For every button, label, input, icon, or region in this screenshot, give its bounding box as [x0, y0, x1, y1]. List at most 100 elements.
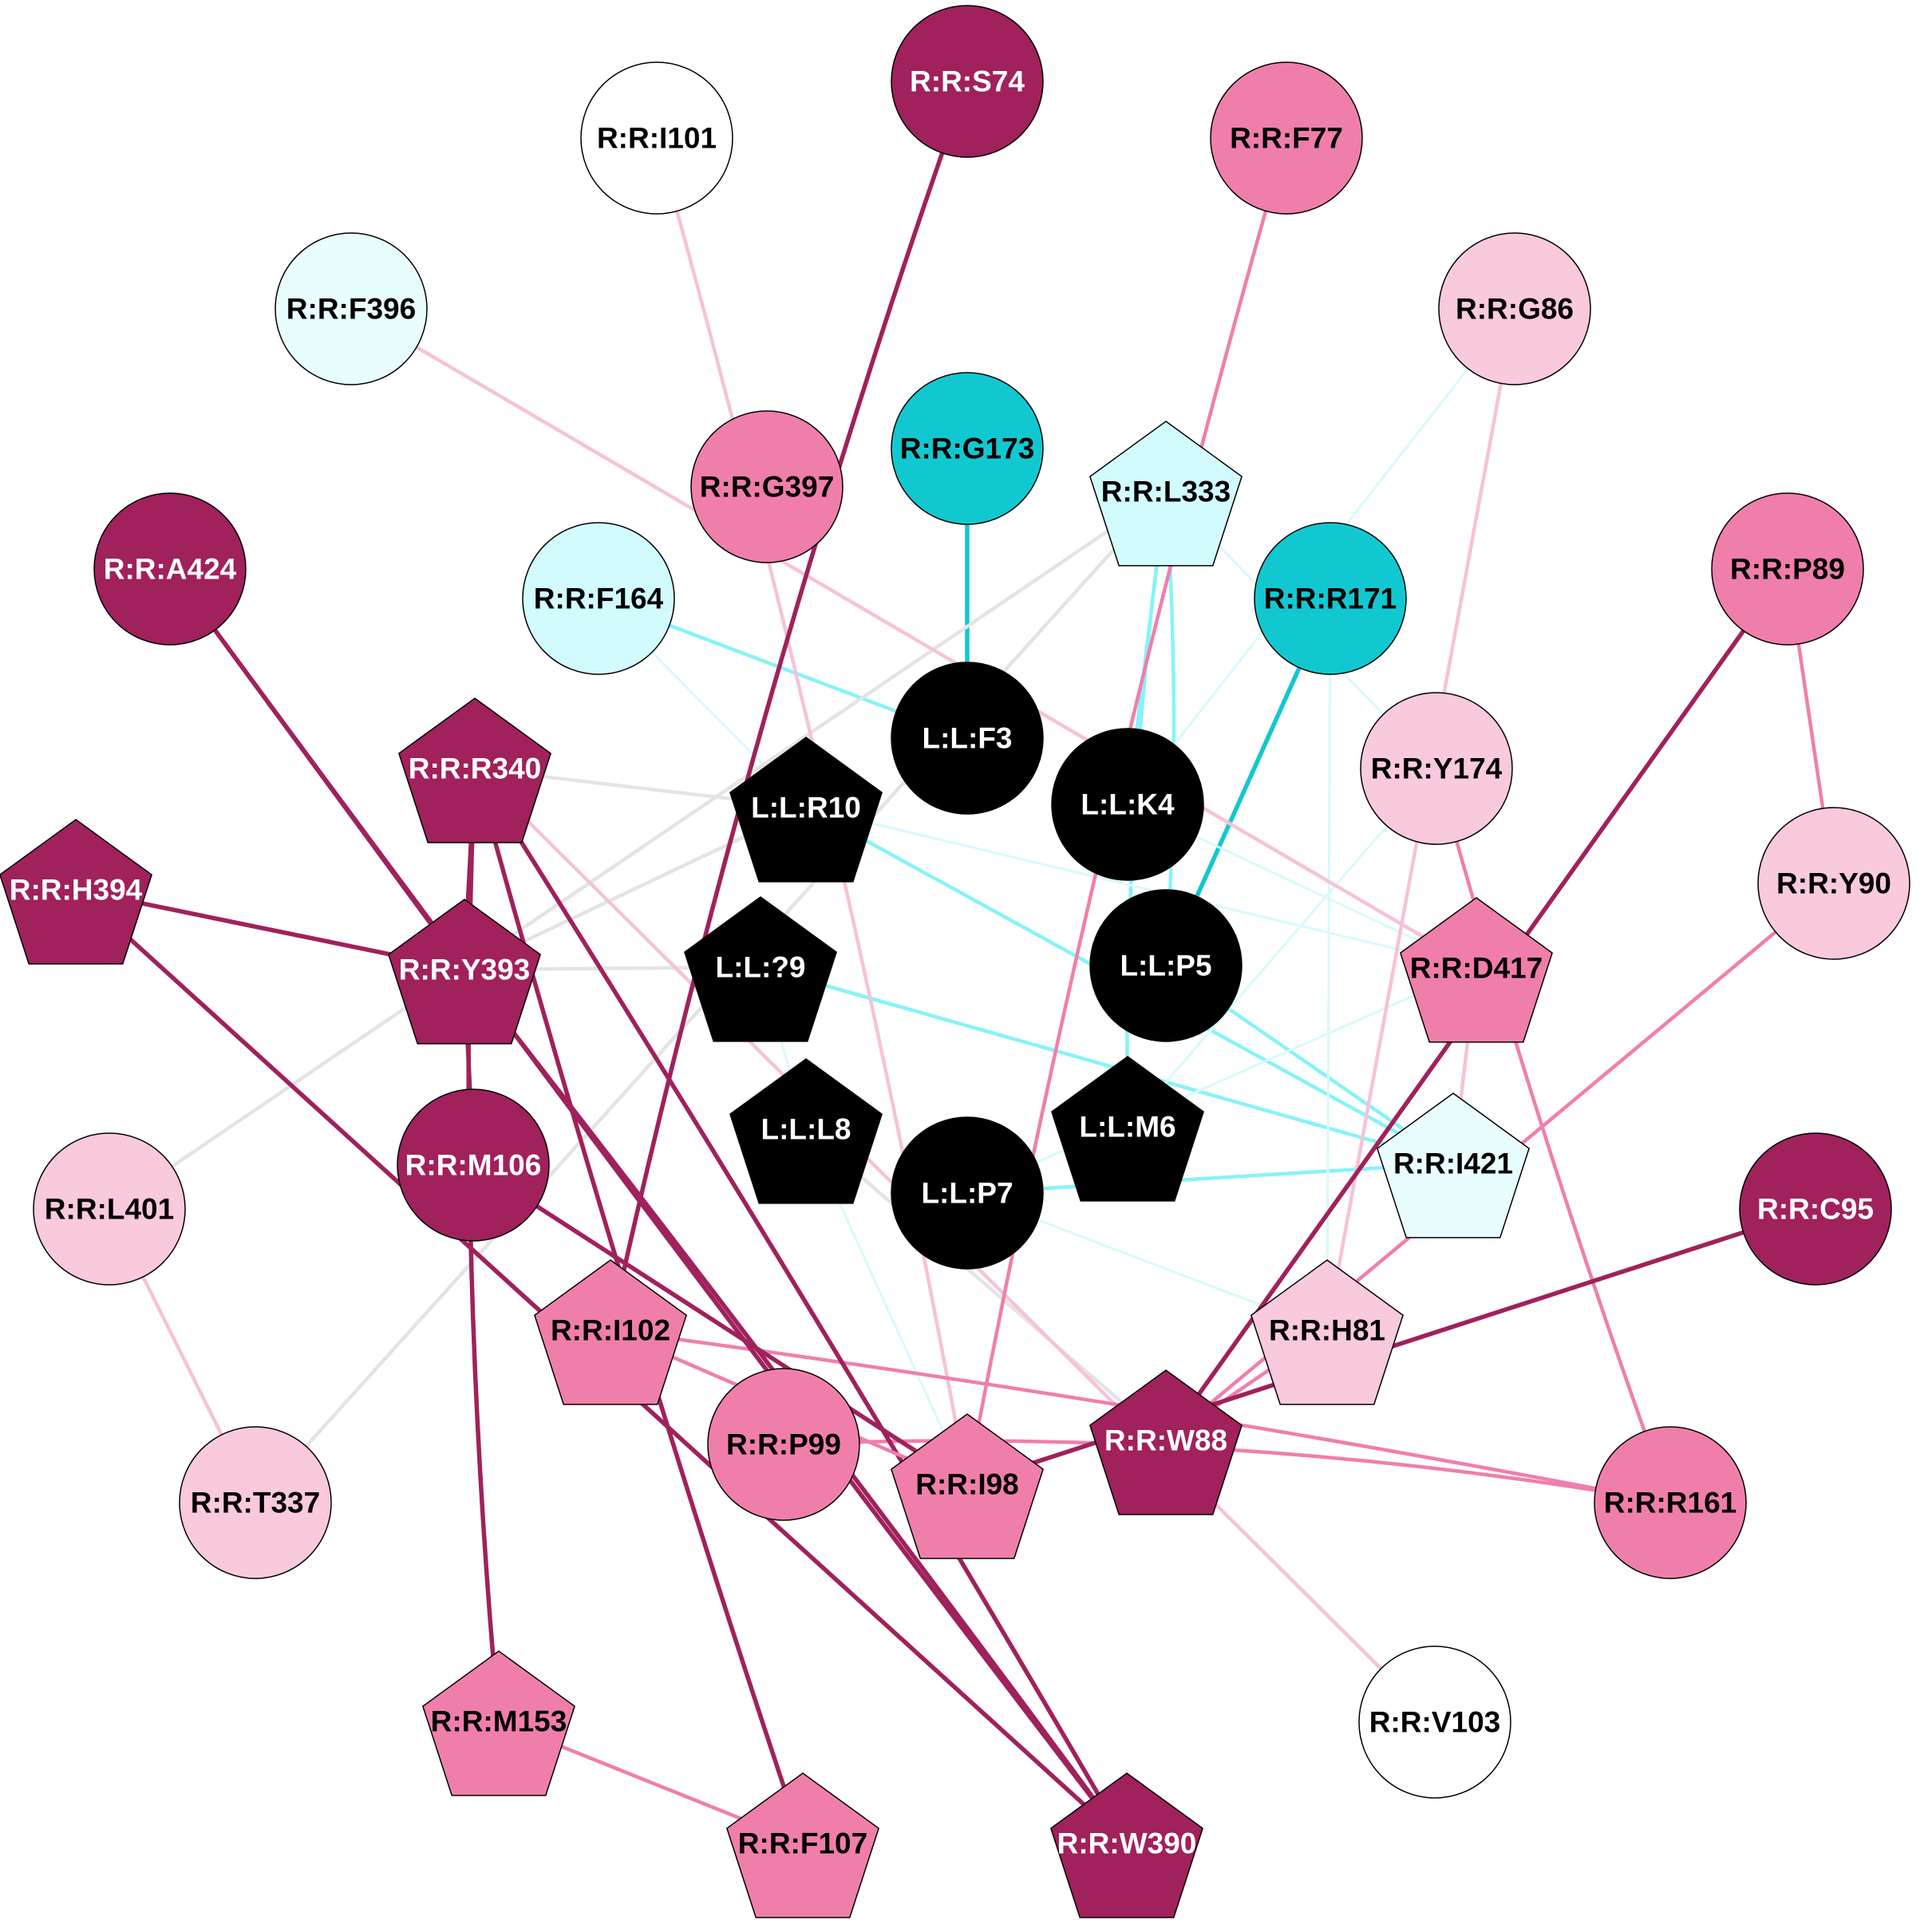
node-label: R:R:I98	[915, 1468, 1019, 1501]
node-circle	[179, 1426, 332, 1579]
node-f396[interactable]: R:R:F396	[275, 232, 428, 385]
node-label: R:R:L401	[45, 1193, 174, 1226]
node-pentagon	[388, 899, 541, 1045]
node-circle	[275, 232, 428, 385]
node-circle	[891, 372, 1044, 525]
node-f164[interactable]: R:R:F164	[522, 522, 675, 675]
node-label: R:R:R340	[409, 753, 542, 785]
node-label: L:L:?9	[715, 951, 805, 984]
node-label: L:L:M6	[1079, 1111, 1175, 1144]
node-g173[interactable]: R:R:G173	[891, 372, 1044, 525]
node-d417[interactable]: R:R:D417	[1400, 897, 1553, 1043]
edge-d417-p7	[966, 966, 1478, 1195]
node-p99[interactable]: R:R:P99	[707, 1368, 860, 1521]
node-pentagon	[534, 1259, 687, 1405]
node-l401[interactable]: R:R:L401	[33, 1132, 186, 1286]
node-m153[interactable]: R:R:M153	[422, 1650, 575, 1796]
edge-r10-d417	[804, 806, 1478, 970]
edge-m106-i98	[471, 1163, 970, 1487]
node-label: R:R:H81	[1269, 1314, 1385, 1347]
node-w88[interactable]: R:R:W88	[1089, 1369, 1243, 1515]
node-g397[interactable]: R:R:G397	[690, 410, 844, 563]
node-pentagon	[684, 896, 837, 1042]
node-circle	[1438, 232, 1591, 385]
node-label: L:L:K4	[1081, 788, 1175, 821]
node-pentagon	[1377, 1092, 1530, 1239]
node-i101[interactable]: R:R:I101	[580, 61, 733, 215]
node-circle	[33, 1132, 186, 1286]
node-label: L:L:L8	[761, 1113, 851, 1146]
node-w390[interactable]: R:R:W390	[1050, 1772, 1203, 1918]
node-label: R:R:T337	[191, 1487, 320, 1519]
node-y90[interactable]: R:R:Y90	[1757, 807, 1910, 960]
edge-r171-h81	[1326, 597, 1332, 1332]
node-label: R:R:S74	[910, 65, 1025, 98]
edge-f396-d417	[349, 306, 1479, 970]
node-l8[interactable]: L:L:L8	[729, 1058, 883, 1204]
node-label: R:R:L333	[1101, 476, 1231, 508]
node-a424[interactable]: R:R:A424	[93, 492, 247, 646]
node-k4[interactable]: L:L:K4	[1051, 728, 1204, 881]
node-y393[interactable]: R:R:Y393	[388, 899, 541, 1045]
node-s74[interactable]: R:R:S74	[891, 5, 1044, 158]
node-f107[interactable]: R:R:F107	[726, 1772, 879, 1918]
edge-r340-w390	[472, 766, 1129, 1846]
node-r171[interactable]: R:R:R171	[1254, 522, 1407, 675]
node-pentagon	[422, 1650, 575, 1796]
node-circle	[1360, 692, 1513, 845]
node-circle	[1594, 1426, 1747, 1579]
node-circle	[1358, 1645, 1511, 1799]
node-circle	[580, 61, 733, 215]
node-v103[interactable]: R:R:V103	[1358, 1645, 1511, 1799]
node-label: R:R:W390	[1057, 1827, 1197, 1860]
node-pentagon	[729, 737, 883, 883]
node-f3[interactable]: L:L:F3	[891, 662, 1044, 815]
edge-l333-l401	[107, 489, 1168, 1211]
node-label: L:L:P5	[1120, 950, 1211, 982]
node-pentagon	[1250, 1259, 1404, 1405]
node-f77[interactable]: R:R:F77	[1210, 61, 1363, 215]
node-m106[interactable]: R:R:M106	[397, 1088, 550, 1242]
node-pentagon	[1050, 1772, 1203, 1918]
node-r340[interactable]: R:R:R340	[398, 697, 551, 843]
node-circle	[1254, 522, 1407, 675]
node-circle	[1711, 492, 1864, 646]
node-m6[interactable]: L:L:M6	[1051, 1056, 1204, 1202]
node-label: R:R:Y393	[399, 954, 531, 986]
node-y174[interactable]: R:R:Y174	[1360, 692, 1513, 845]
node-c95[interactable]: R:R:C95	[1739, 1132, 1892, 1286]
node-label: R:R:F164	[534, 583, 664, 615]
node-l333[interactable]: R:R:L333	[1089, 421, 1243, 567]
node-label: R:R:I102	[551, 1314, 670, 1347]
node-circle	[891, 662, 1044, 815]
node-p5[interactable]: L:L:P5	[1089, 889, 1243, 1042]
node-r10[interactable]: L:L:R10	[729, 737, 883, 883]
node-label: L:L:R10	[751, 792, 861, 824]
node-label: R:R:F396	[286, 293, 416, 326]
node-label: R:R:V103	[1369, 1706, 1501, 1739]
node-i421[interactable]: R:R:I421	[1377, 1092, 1530, 1239]
node-i102[interactable]: R:R:I102	[534, 1259, 687, 1405]
node-r161[interactable]: R:R:R161	[1594, 1426, 1747, 1579]
node-label: R:R:F77	[1230, 122, 1343, 155]
node-circle	[690, 410, 844, 563]
node-circle	[522, 522, 675, 675]
node-label: R:R:G173	[900, 433, 1035, 465]
node-t337[interactable]: R:R:T337	[179, 1426, 332, 1579]
node-p7[interactable]: L:L:P7	[891, 1116, 1044, 1270]
node-h394[interactable]: R:R:H394	[0, 819, 152, 965]
node-circle	[1051, 728, 1204, 881]
node-pentagon	[891, 1413, 1044, 1559]
node-q9[interactable]: L:L:?9	[684, 896, 837, 1042]
edge-s74-i102	[608, 79, 970, 1333]
node-label: R:R:I421	[1393, 1148, 1513, 1180]
node-p89[interactable]: R:R:P89	[1711, 492, 1864, 646]
node-i98[interactable]: R:R:I98	[891, 1413, 1044, 1559]
node-label: R:R:C95	[1757, 1193, 1874, 1226]
node-g86[interactable]: R:R:G86	[1438, 232, 1591, 385]
node-h81[interactable]: R:R:H81	[1250, 1259, 1404, 1405]
node-pentagon	[0, 819, 152, 965]
node-circle	[1739, 1132, 1892, 1286]
